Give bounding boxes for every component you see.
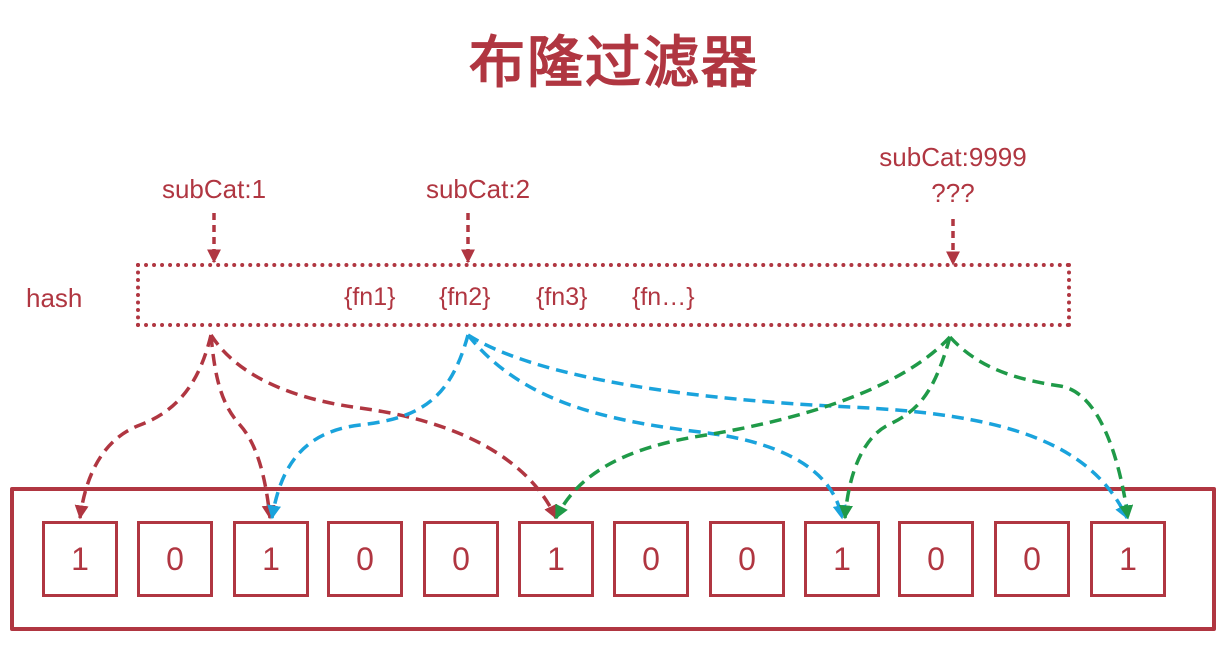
key3-arrow-to-bit-6 xyxy=(554,335,952,520)
hash-functions-box xyxy=(136,263,1071,327)
bit-cell: 0 xyxy=(994,521,1070,597)
key1-arrow-to-bit-3 xyxy=(209,334,276,520)
bit-cell: 1 xyxy=(804,521,880,597)
key3-arrow-to-bit-12 xyxy=(948,335,1134,520)
hash-fn-2: {fn2} xyxy=(439,283,491,311)
bit-cell: 1 xyxy=(233,521,309,597)
key1-arrow-to-bit-6 xyxy=(209,334,558,520)
key2-arrow-to-bit-3 xyxy=(267,334,470,520)
hash-fn-3: {fn3} xyxy=(536,283,588,311)
bit-cell: 1 xyxy=(518,521,594,597)
bit-cell: 1 xyxy=(1090,521,1166,597)
key2-arrow-to-bit-9 xyxy=(466,333,847,520)
bit-cell: 0 xyxy=(423,521,499,597)
key-label-2: subCat:2 xyxy=(425,174,531,204)
key2-arrow-to-bit-12 xyxy=(467,333,1129,520)
hash-fn-more: {fn…} xyxy=(632,283,695,311)
hash-fn-1: {fn1} xyxy=(344,283,396,311)
key-label-1: subCat:1 xyxy=(161,174,267,204)
bit-array-frame xyxy=(10,487,1216,631)
bit-cell: 0 xyxy=(613,521,689,597)
bit-cell: 1 xyxy=(42,521,118,597)
bit-cell: 0 xyxy=(709,521,785,597)
key-label-3: subCat:9999 xyxy=(879,142,1027,172)
hash-label: hash xyxy=(26,283,83,313)
key3-arrow-to-bit-9 xyxy=(839,336,952,520)
bit-cell: 0 xyxy=(327,521,403,597)
key-label-3-unknown: ??? xyxy=(931,178,975,208)
bit-cell: 0 xyxy=(137,521,213,597)
bit-cell: 0 xyxy=(898,521,974,597)
key1-arrow-to-bit-1 xyxy=(74,334,213,520)
page-title: 布隆过滤器 xyxy=(469,31,759,96)
